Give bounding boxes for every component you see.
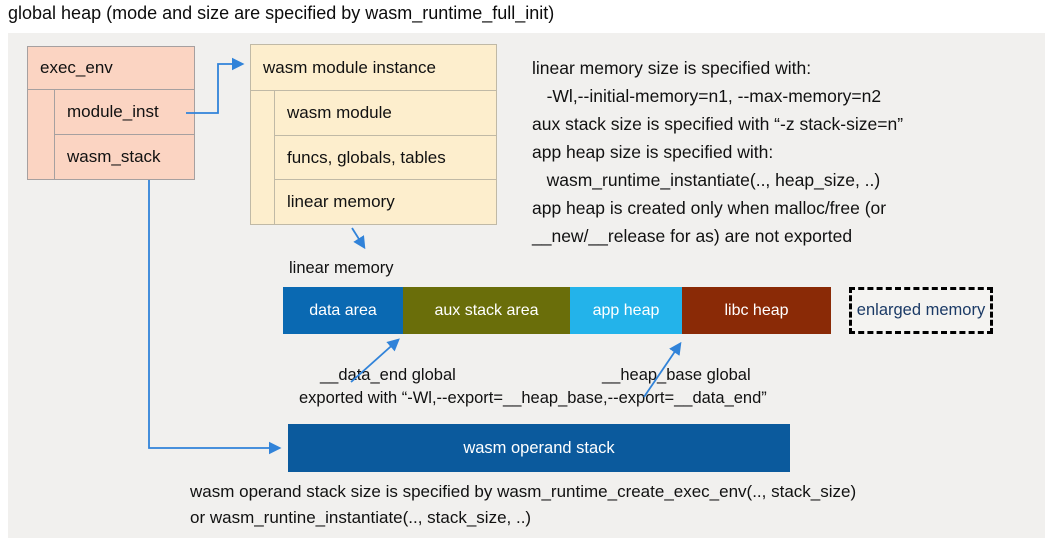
module-instance-header: wasm module instance [251,45,496,91]
exported-with-label: exported with “-Wl,--export=__heap_base,… [299,389,767,407]
operand-stack-note-line-2: or wasm_runtine_instantiate(.., stack_si… [190,508,532,527]
module-instance-row-linear-memory: linear memory [287,192,395,212]
operand-stack-note-line-1: wasm operand stack size is specified by … [190,482,857,501]
linear-memory-notes: linear memory size is specified with: -W… [532,54,903,250]
exec-env-body: module_inst wasm_stack [28,90,194,179]
exec-env-box: exec_env module_inst wasm_stack [27,46,195,180]
linear-memory-note-line-2: -Wl,--initial-memory=n1, --max-memory=n2 [532,86,882,106]
diagram-title: global heap (mode and size are specified… [8,3,555,23]
exec-env-row-wasm-stack: wasm_stack [67,147,161,166]
linear-memory-note-line-7: __new/__release for as) are not exported [532,226,853,246]
linear-memory-note-line-3: aux stack size is specified with “-z sta… [532,114,904,134]
linear-memory-note-line-5: wasm_runtime_instantiate(.., heap_size, … [532,170,881,190]
memory-segment-libc-heap: libc heap [682,287,831,334]
memory-segment-aux-stack-area: aux stack area [403,287,570,334]
module-instance-row-funcs-globals-tables: funcs, globals, tables [275,136,496,181]
exec-env-header: exec_env [28,47,194,90]
operand-stack-notes: wasm operand stack size is specified by … [190,479,856,531]
enlarged-memory-segment: enlarged memory [849,287,993,334]
module-instance-indent [251,91,275,224]
heap-base-global-label: __heap_base global [602,366,751,384]
linear-memory-note-line-6: app heap is created only when malloc/fre… [532,198,887,218]
exec-env-indent [28,90,55,179]
linear-memory-label: linear memory [289,259,394,277]
linear-memory-note-line-1: linear memory size is specified with: [532,58,812,78]
exec-env-rows: module_inst wasm_stack [55,90,194,179]
memory-segment-app-heap: app heap [570,287,682,334]
wasm-operand-stack-box: wasm operand stack [288,424,790,472]
memory-segment-data-area: data area [283,287,403,334]
module-instance-row-wasm-module: wasm module [275,91,496,136]
linear-memory-note-line-4: app heap size is specified with: [532,142,774,162]
exec-env-row-module-inst: module_inst [55,90,194,135]
data-end-global-label: __data_end global [320,366,456,384]
